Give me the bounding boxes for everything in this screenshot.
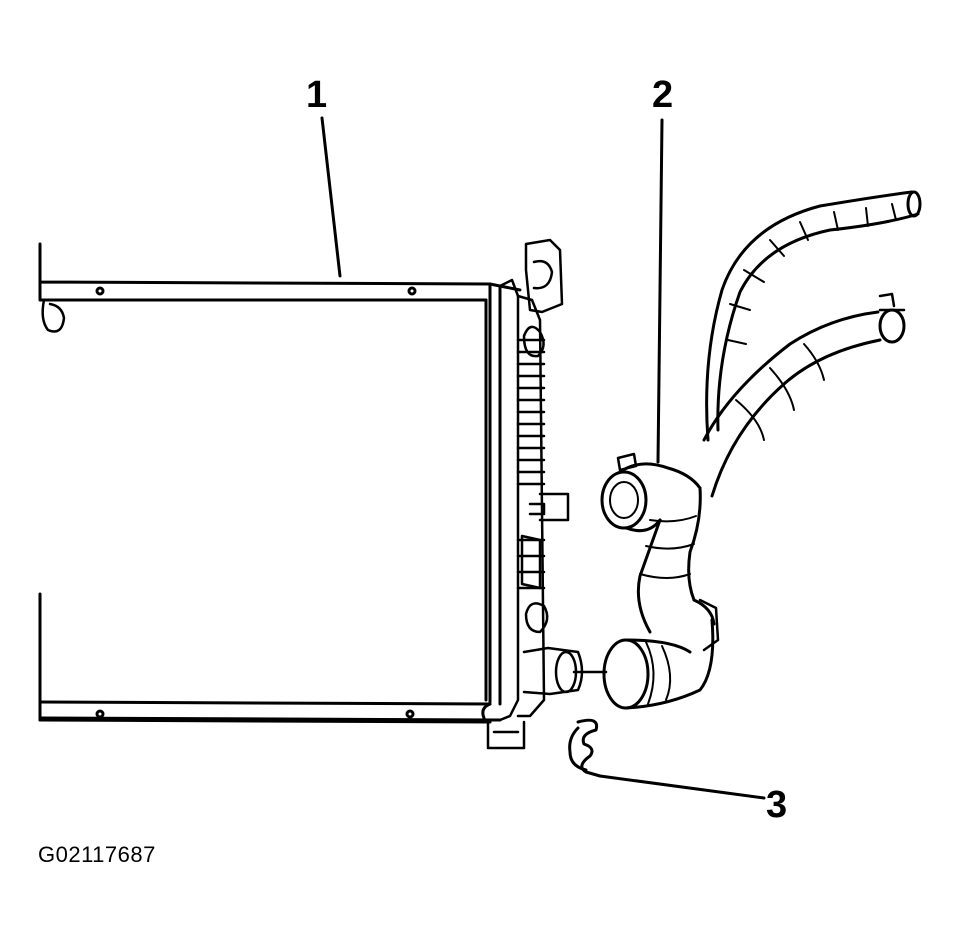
radiator [38, 242, 526, 750]
leader-line-3 [598, 774, 766, 800]
callout-label-1: 1 [306, 74, 328, 116]
hose-clamp [568, 718, 602, 778]
leader-line-1 [320, 116, 342, 278]
radiator-hose-assembly [572, 190, 922, 710]
radiator-side-tank [498, 238, 584, 722]
callout-leaders [320, 116, 766, 800]
callout-label-2: 2 [652, 74, 674, 116]
leader-line-2 [656, 118, 664, 464]
figure-id: G02117687 [38, 842, 156, 867]
callout-label-3: 3 [766, 784, 788, 826]
